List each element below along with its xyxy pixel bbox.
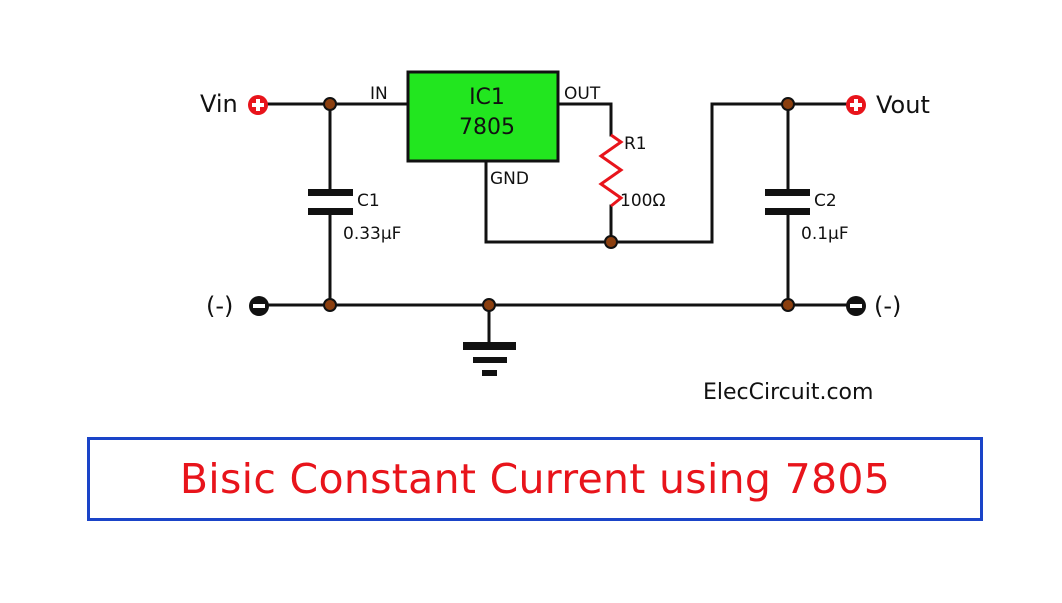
minus-icon [846,296,866,316]
junction-dot [781,97,795,111]
terminal-vin: Vin [200,90,268,118]
c1-plate-bottom [308,208,353,215]
gnd-left-label: (-) [206,292,233,320]
junction-dot [604,235,618,249]
r1-value-label: 100Ω [620,191,665,211]
junction-dot [323,97,337,111]
resistor-zigzag [598,133,624,208]
ground-icon [463,342,516,376]
ic1-body [406,70,560,163]
watermark-text: ElecCircuit.com [703,380,873,405]
gnd-right-label: (-) [874,292,901,320]
terminal-vout: Vout [846,91,930,119]
capacitor-c2: C2 0.1µF [765,189,849,244]
diagram-title: Bisic Constant Current using 7805 [179,455,891,503]
c2-plate-bottom [765,208,810,215]
wire-gnd-pin [484,102,852,244]
c2-value-label: 0.1µF [801,224,849,244]
ic1-pin-gnd-label: GND [490,169,529,189]
terminal-gnd-left: (-) [206,292,269,320]
vout-label: Vout [876,91,930,119]
ic1-ref-label: IC1 [469,85,505,110]
c1-plate-top [308,189,353,196]
wires [262,102,852,346]
c2-ref-label: C2 [814,191,837,211]
r1-ref-label: R1 [624,134,647,154]
c1-value-label: 0.33µF [343,224,401,244]
ic1-pin-in-label: IN [370,84,388,104]
ic1-regulator: IC1 7805 IN OUT GND [370,70,601,189]
c1-ref-label: C1 [357,191,380,211]
minus-icon [249,296,269,316]
junction-dot [781,298,795,312]
circuit-schematic: IC1 7805 IN OUT GND R1 100Ω C1 0.33µF C2… [200,70,930,405]
terminal-gnd-right: (-) [846,292,901,320]
junction-dot [482,298,496,312]
title-box: Bisic Constant Current using 7805 [87,437,983,521]
ic1-pin-out-label: OUT [564,84,601,104]
c2-plate-top [765,189,810,196]
capacitor-c1: C1 0.33µF [308,189,401,244]
plus-icon [846,95,866,115]
resistor-r1: R1 100Ω [598,133,665,211]
junctions [323,97,795,312]
junction-dot [323,298,337,312]
plus-icon [248,95,268,115]
vin-label: Vin [200,90,238,118]
wire-out-r1 [556,102,613,137]
ic1-part-label: 7805 [459,115,515,140]
